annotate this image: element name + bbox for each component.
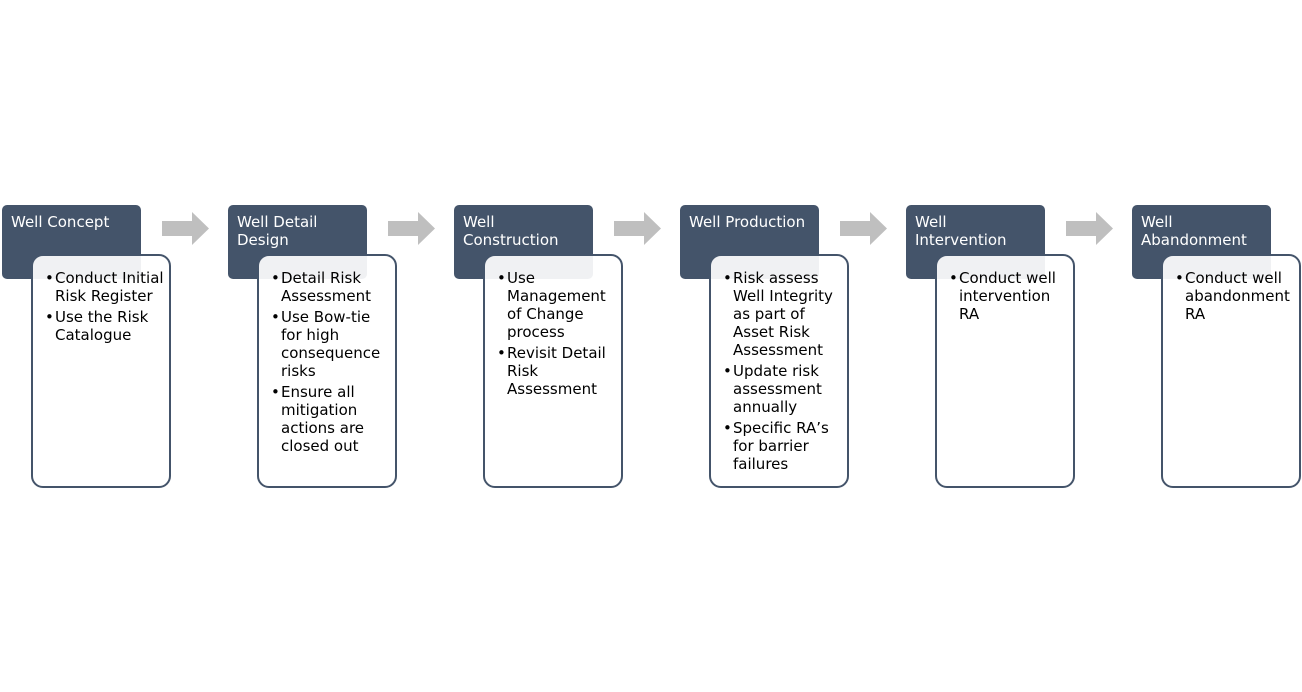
list-item: •Conduct well abandonment RA [1175, 269, 1295, 323]
list-item: •Use Bow-tie for high consequence risks [271, 308, 391, 380]
stage-body: •Use Management of Change process •Revis… [483, 254, 623, 488]
bullet-list: •Conduct well abandonment RA [1175, 269, 1295, 323]
bullet-list: •Conduct Initial Risk Register •Use the … [45, 269, 165, 344]
stage-body: •Risk assess Well Integrity as part of A… [709, 254, 849, 488]
list-item-text: Conduct Initial Risk Register [55, 269, 164, 305]
bullet-icon: • [271, 308, 280, 326]
stage-well-intervention: Well Intervention •Conduct well interven… [906, 205, 1075, 490]
right-arrow-icon [162, 212, 209, 245]
bullet-icon: • [723, 269, 732, 287]
list-item-text: Conduct well abandonment RA [1185, 269, 1290, 323]
list-item-text: Ensure all mitigation actions are closed… [281, 383, 365, 455]
list-item-text: Update risk assessment annually [733, 362, 822, 416]
bullet-list: •Risk assess Well Integrity as part of A… [723, 269, 843, 473]
list-item: •Conduct Initial Risk Register [45, 269, 165, 305]
right-arrow-icon [614, 212, 661, 245]
list-item: •Conduct well intervention RA [949, 269, 1069, 323]
list-item-text: Use Management of Change process [507, 269, 606, 341]
bullet-icon: • [45, 269, 54, 287]
stage-body: •Detail Risk Assessment •Use Bow-tie for… [257, 254, 397, 488]
right-arrow-icon [840, 212, 887, 245]
bullet-icon: • [949, 269, 958, 287]
stage-well-production: Well Production •Risk assess Well Integr… [680, 205, 849, 490]
list-item: •Use the Risk Catalogue [45, 308, 165, 344]
bullet-icon: • [45, 308, 54, 326]
list-item: •Ensure all mitigation actions are close… [271, 383, 391, 455]
list-item-text: Detail Risk Assessment [281, 269, 371, 305]
bullet-icon: • [723, 419, 732, 437]
list-item-text: Use Bow-tie for high consequence risks [281, 308, 381, 380]
list-item: •Use Management of Change process [497, 269, 617, 341]
list-item-text: Use the Risk Catalogue [55, 308, 149, 344]
right-arrow-icon [1066, 212, 1113, 245]
stage-well-detail-design: Well Detail Design •Detail Risk Assessme… [228, 205, 397, 490]
stage-well-concept: Well Concept •Conduct Initial Risk Regis… [2, 205, 171, 490]
bullet-icon: • [497, 269, 506, 287]
list-item: •Detail Risk Assessment [271, 269, 391, 305]
right-arrow-icon [388, 212, 435, 245]
list-item: •Revisit Detail Risk Assessment [497, 344, 617, 398]
list-item-text: Risk assess Well Integrity as part of As… [733, 269, 833, 359]
stage-well-construction: Well Construction •Use Management of Cha… [454, 205, 623, 490]
bullet-list: •Detail Risk Assessment •Use Bow-tie for… [271, 269, 391, 455]
list-item: •Risk assess Well Integrity as part of A… [723, 269, 843, 359]
bullet-icon: • [271, 269, 280, 287]
stage-well-abandonment: Well Abandonment •Conduct well abandonme… [1132, 205, 1301, 490]
stage-body: •Conduct well intervention RA [935, 254, 1075, 488]
bullet-icon: • [723, 362, 732, 380]
stage-body: •Conduct well abandonment RA [1161, 254, 1301, 488]
list-item-text: Conduct well intervention RA [959, 269, 1056, 323]
list-item-text: Revisit Detail Risk Assessment [507, 344, 606, 398]
list-item: • Specific RA’s for barrier failures [723, 419, 843, 473]
bullet-icon: • [1175, 269, 1184, 287]
list-item: •Update risk assessment annually [723, 362, 843, 416]
bullet-icon: • [271, 383, 280, 401]
list-item-text: Specific RA’s for barrier failures [733, 419, 829, 473]
bullet-list: •Use Management of Change process •Revis… [497, 269, 617, 398]
bullet-icon: • [497, 344, 506, 362]
bullet-list: •Conduct well intervention RA [949, 269, 1069, 323]
stage-body: •Conduct Initial Risk Register •Use the … [31, 254, 171, 488]
